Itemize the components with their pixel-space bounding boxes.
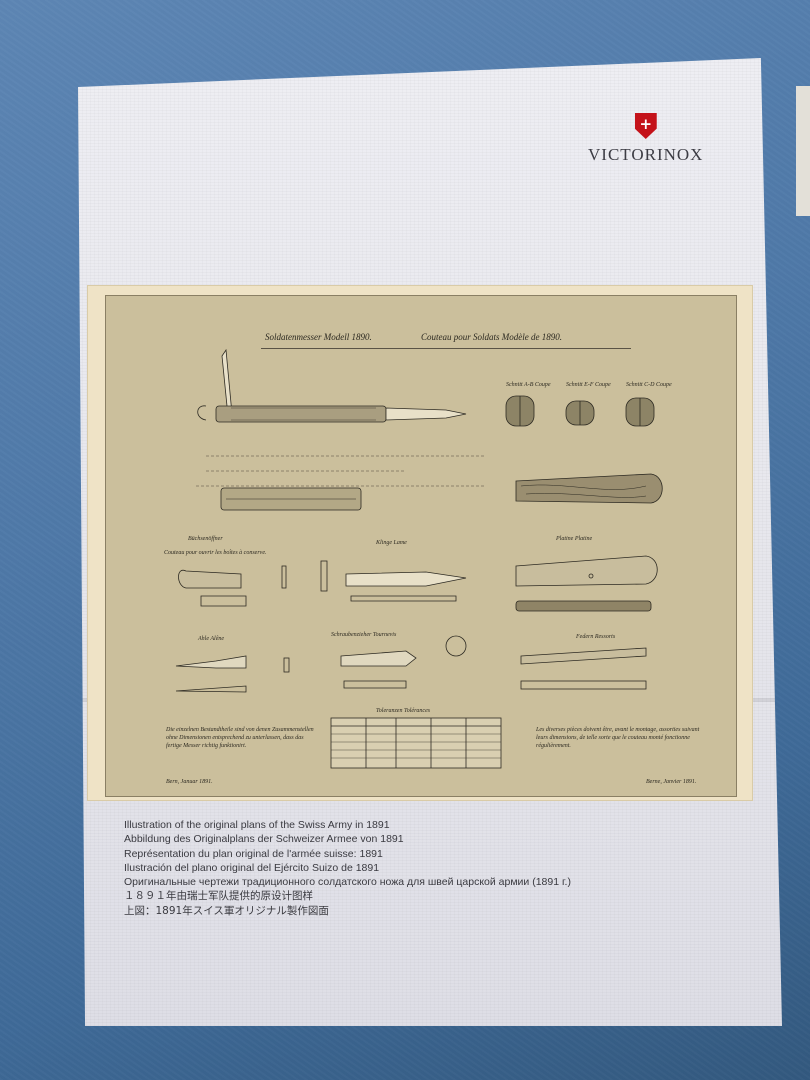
date-right: Berne, Janvier 1891. bbox=[646, 779, 697, 785]
section-cd-label: Schnitt C-D Coupe bbox=[626, 382, 672, 388]
assembly-note-de: Die einzelnen Bestandtheile sind von den… bbox=[166, 727, 314, 749]
knife-technical-drawing bbox=[175, 348, 663, 769]
brand-name: VICTORINOX bbox=[588, 145, 704, 164]
caption-zh: １８９１年由瑞士军队提供的原设计图样 bbox=[124, 890, 313, 903]
section-ab-label: Schnitt A-B Coupe bbox=[506, 382, 551, 388]
brand-logo: + VICTORINOX bbox=[588, 113, 703, 165]
assembly-note-fr: Les diverses pièces doivent être, avant … bbox=[536, 727, 700, 749]
springs-label: Federn Ressorts bbox=[576, 634, 616, 640]
caption-es: Ilustración del plano original del Ejérc… bbox=[124, 861, 380, 874]
plate-title-de: Soldatenmesser Modell 1890. bbox=[265, 332, 372, 342]
blade-label: Klinge Lame bbox=[376, 540, 407, 546]
blueprint-drawing-area: Soldatenmesser Modell 1890. Couteau pour… bbox=[105, 295, 737, 797]
other-paper-edge bbox=[796, 86, 810, 216]
blueprint-plate: Soldatenmesser Modell 1890. Couteau pour… bbox=[88, 286, 752, 800]
section-ef-label: Schnitt E-F Coupe bbox=[566, 382, 611, 388]
awl-label: Ahle Alêne bbox=[198, 636, 225, 642]
caption-de: Abbildung des Originalplans der Schweize… bbox=[124, 833, 404, 846]
tolerances-label: Toleranzen Tolérances bbox=[376, 708, 431, 714]
caption-ja: 上図：1891年スイス軍オリジナル製作図面 bbox=[124, 904, 329, 917]
plate-label: Platine Platine bbox=[556, 536, 593, 542]
can-opener-label-fr: Couteau pour ouvrir les boîtes à conserv… bbox=[164, 550, 267, 556]
paper: + VICTORINOX Soldatenmesser Modell 1890.… bbox=[78, 58, 782, 1026]
date-left: Bern, Januar 1891. bbox=[166, 779, 213, 785]
caption-block: Illustration of the original plans of th… bbox=[124, 818, 724, 918]
caption-en: Illustration of the original plans of th… bbox=[124, 819, 390, 831]
swiss-cross-shield-icon: + bbox=[634, 113, 657, 139]
caption-fr: Représentation du plan original de l'arm… bbox=[124, 847, 383, 860]
plate-title: Soldatenmesser Modell 1890. Couteau pour… bbox=[261, 328, 631, 349]
caption-ru: Оригинальные чертежи традиционного солда… bbox=[124, 876, 571, 889]
screwdriver-label: Schraubenzieher Tournevis bbox=[331, 632, 397, 638]
plate-title-fr: Couteau pour Soldats Modèle de 1890. bbox=[421, 332, 562, 342]
can-opener-label: Büchsenöffner bbox=[188, 536, 223, 542]
